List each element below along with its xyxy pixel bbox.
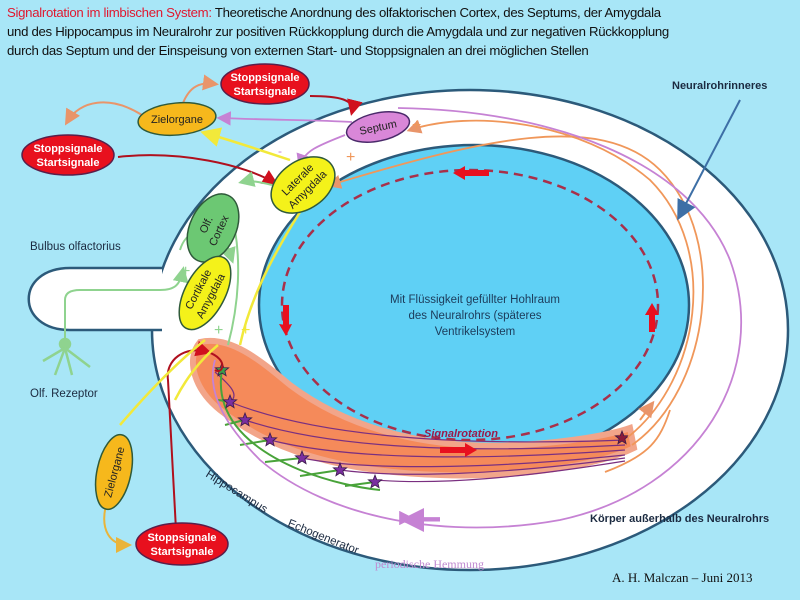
svg-text:+: +	[241, 322, 250, 339]
periodic-inhibition-label: periodische Hemmung	[375, 557, 484, 571]
svg-text:Startsignale: Startsignale	[234, 86, 297, 98]
neuron-star	[262, 431, 278, 447]
svg-text:Startsignale: Startsignale	[37, 157, 100, 169]
zielorgane-bottom-link	[103, 504, 132, 553]
svg-text:Stoppsignale: Stoppsignale	[33, 143, 102, 155]
node-signals-left: Stoppsignale Startsignale	[21, 134, 115, 176]
title-line1: Theoretische Anordnung des olfaktorische…	[211, 5, 661, 20]
amygdala-output-paths	[119, 127, 302, 426]
svg-text:-: -	[278, 144, 282, 158]
signalrotation-label: Signalrotation	[424, 428, 498, 440]
title-highlight: Signalrotation im limbischen System:	[7, 5, 212, 20]
node-signals-bottom: Stoppsignale Startsignale	[135, 522, 229, 566]
olfactory-receptor	[42, 337, 91, 376]
hippocampus-fibers	[214, 371, 626, 483]
node-septum: Septum	[345, 111, 411, 143]
svg-text:+: +	[214, 322, 223, 339]
signal-rotation-arrows	[279, 166, 659, 457]
bulbus-olfactorius-shape	[27, 266, 162, 332]
svg-text:Zielorgane: Zielorgane	[151, 114, 203, 126]
body-outside-label: Körper außerhalb des Neuralrohrs	[590, 513, 770, 525]
positive-feedback-paths	[326, 119, 704, 473]
svg-text:Startsignale: Startsignale	[151, 546, 214, 558]
svg-text:+: +	[346, 149, 355, 166]
svg-text:Stoppsignale: Stoppsignale	[230, 72, 299, 84]
hippocampus-region	[189, 337, 638, 479]
author-credit: A. H. Malczan – Juni 2013	[612, 570, 753, 585]
orange-arrow-small	[638, 400, 655, 421]
node-olf-cortex: Olf. Cortex	[186, 193, 240, 263]
neuron-star	[222, 393, 238, 409]
node-lateral-amygdala: Laterale Amygdala	[270, 156, 336, 214]
svg-text:Stoppsignale: Stoppsignale	[147, 532, 216, 544]
neuralrohr-inner-pointer	[677, 99, 741, 221]
cavity-label-line3: Ventrikelsystem	[434, 326, 516, 338]
node-zielorgane-top: Zielorgane	[137, 101, 217, 137]
neuron-star	[332, 461, 348, 477]
node-cortical-amygdala: Cortikale Amygdala	[178, 255, 232, 331]
node-signals-top: Stoppsignale Startsignale	[220, 63, 310, 105]
neuron-star	[237, 411, 253, 427]
feedback-signs: + + + + + -	[181, 117, 421, 339]
page-title: Signalrotation im limbischen System: The…	[7, 3, 797, 60]
cavity-label-line1: Mit Flüssigkeit gefüllter Hohlraum	[389, 294, 560, 306]
rezeptor-label: Olf. Rezeptor	[30, 388, 98, 400]
bulbus-label: Bulbus olfactorius	[30, 241, 121, 253]
svg-text:+: +	[181, 263, 190, 280]
svg-text:+: +	[412, 117, 421, 134]
zielorgane-links	[64, 74, 219, 126]
node-zielorgane-bottom: Zielorgane	[94, 433, 134, 511]
neuralrohr-inner-label: Neuralrohrinneres	[672, 80, 768, 92]
cavity-label: Mit Flüssigkeit gefüllter Hohlraum des N…	[370, 292, 580, 340]
title-line2: und des Hippocampus im Neuralrohr zur po…	[7, 24, 669, 39]
neuron-star	[614, 429, 630, 445]
title-line3: durch das Septum und der Einspeisung von…	[7, 43, 589, 58]
neuron-star	[294, 449, 310, 465]
signal-input-paths	[117, 95, 363, 531]
neuron-star	[367, 473, 383, 489]
cavity-label-line2: des Neuralrohrs (späteres	[408, 310, 542, 322]
